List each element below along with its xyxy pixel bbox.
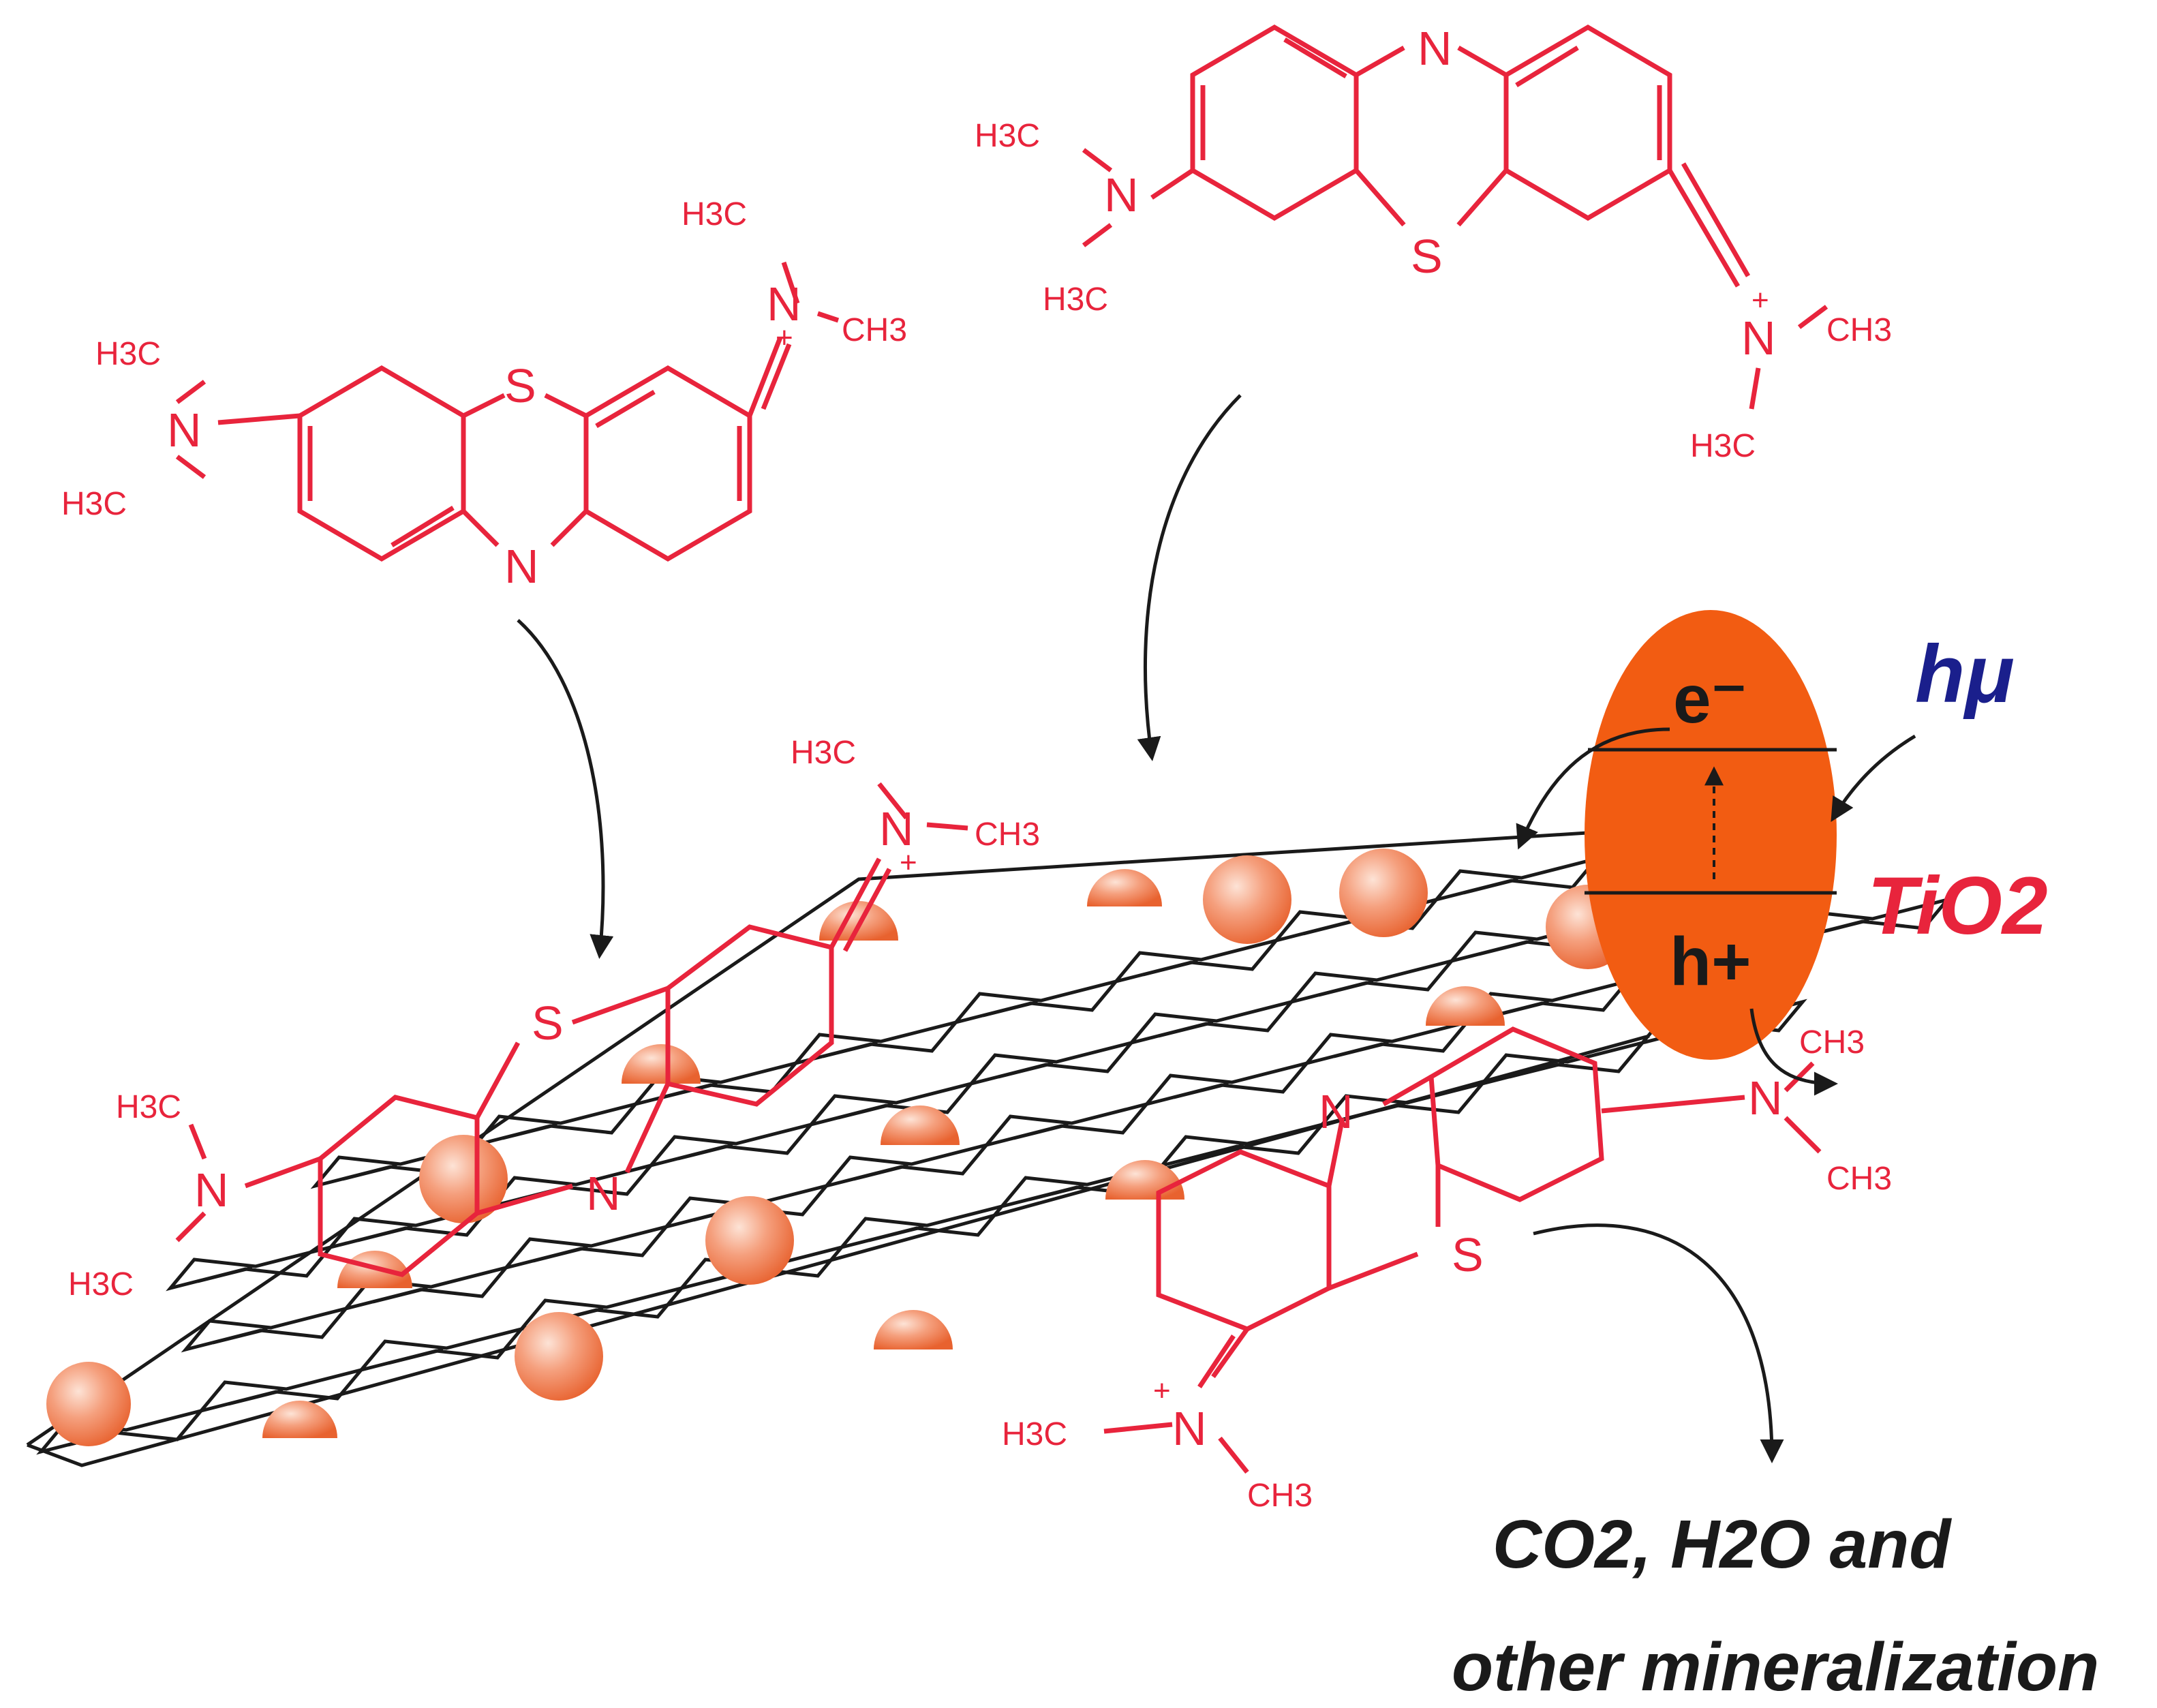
tio2-nanoparticle: [1203, 855, 1291, 944]
graphene-double-bond: [228, 1388, 284, 1406]
atom-n-amine-adsorbed-right: N: [1748, 1071, 1783, 1125]
graphene-double-bond: [1493, 1000, 1550, 1018]
charge-plus-top: +: [1751, 284, 1769, 317]
graphene-double-bond: [1478, 939, 1534, 956]
atom-n-plus-left: N: [767, 277, 801, 331]
graphene-double-bond: [868, 1225, 924, 1242]
methylene-blue-adsorbed-left: [175, 782, 968, 1277]
tio2-hemisphere: [1426, 986, 1505, 1026]
methylene-blue-top: [1082, 24, 1829, 410]
tio2-hemisphere: [262, 1401, 337, 1438]
charge-plus-left: +: [776, 321, 793, 354]
atom-n-ring-adsorbed-right: N: [1319, 1085, 1353, 1138]
graphene-double-bond: [822, 1041, 878, 1058]
methylene-blue-left: [175, 261, 840, 562]
group-h3c-top-a: H3C: [975, 118, 1040, 154]
tio2-nanoparticle: [515, 1312, 603, 1401]
graphene-double-bond: [1333, 1041, 1390, 1058]
graphene-double-bond: [1028, 1184, 1084, 1202]
graphene-double-bond: [998, 1061, 1054, 1079]
atom-s-left: S: [504, 359, 536, 412]
atom-s-top: S: [1411, 230, 1443, 283]
light-label: hμ: [1915, 628, 2015, 720]
atom-n-ring-adsorbed-left: N: [586, 1167, 621, 1220]
graphene-double-bond: [341, 1163, 398, 1181]
group-h3c-top-b: H3C: [1043, 281, 1108, 318]
electron-label: e⁻: [1673, 661, 1747, 737]
group-ch3-adsorbed-right-d: CH3: [1247, 1478, 1313, 1514]
group-h3c-top-d: H3C: [1690, 428, 1756, 464]
products-line2: other mineralization: [1452, 1629, 2099, 1705]
tio2-nanoparticle: [705, 1196, 794, 1285]
graphene-double-bond: [982, 1000, 1039, 1018]
atom-s-adsorbed-left: S: [532, 996, 564, 1050]
tio2-nanoparticle: [46, 1362, 131, 1446]
graphene-double-bond: [372, 1286, 429, 1304]
tio2-photocatalyst: e⁻ h+: [1585, 610, 1837, 1060]
graphene-double-bond: [212, 1327, 269, 1345]
group-ch3-top-c: CH3: [1826, 312, 1892, 348]
group-ch3-adsorbed-right-b: CH3: [1826, 1161, 1892, 1197]
graphene-double-bond: [1158, 1020, 1214, 1038]
tio2-nanoparticle: [419, 1135, 508, 1223]
graphene-double-bond: [1189, 1143, 1244, 1161]
graphene-double-bond: [357, 1225, 413, 1242]
graphene-double-bond: [853, 1163, 909, 1181]
graphene-edge: [26, 829, 1609, 1447]
group-ch3-adsorbed-left-b: CH3: [975, 817, 1040, 853]
graphene-double-bond: [1463, 877, 1519, 895]
graphene-double-bond: [197, 1266, 253, 1283]
atom-n-plus-adsorbed-left: N: [879, 802, 914, 855]
graphene-double-bond: [838, 1102, 893, 1120]
graphene-double-bond: [1142, 959, 1199, 977]
group-ch3-adsorbed-right-a: CH3: [1799, 1024, 1865, 1061]
group-h3c-adsorbed-left-d: H3C: [68, 1266, 134, 1302]
hole-label: h+: [1670, 924, 1751, 1000]
group-h3c-adsorbed-left-a: H3C: [791, 735, 856, 771]
atom-n-amine-adsorbed-left: N: [194, 1163, 229, 1217]
graphene-double-bond: [502, 1123, 558, 1140]
charge-plus-adsorbed-left: +: [900, 846, 917, 879]
tio2-nanoparticle: [1339, 849, 1428, 937]
group-ch3-left-d: CH3: [842, 312, 907, 348]
group-h3c-adsorbed-right-c: H3C: [1002, 1416, 1067, 1452]
tio2-hemisphere: [881, 1105, 960, 1145]
graphene-double-bond: [1509, 1061, 1565, 1079]
atom-n-ring-top: N: [1418, 22, 1452, 75]
charge-plus-adsorbed-right: +: [1153, 1374, 1171, 1407]
group-h3c-left-a: H3C: [95, 336, 161, 372]
tio2-label: TiO2: [1867, 860, 2048, 951]
atom-n-amine-left: N: [167, 403, 202, 457]
group-h3c-left-b: H3C: [61, 486, 127, 522]
methylene-blue-adsorbed-right: [1103, 1026, 1822, 1474]
atom-s-adsorbed-right: S: [1452, 1228, 1484, 1281]
tio2-hemisphere: [874, 1310, 953, 1349]
tio2-hemisphere: [622, 1044, 701, 1084]
graphene-double-bond: [677, 1143, 733, 1161]
atom-n-plus-top: N: [1741, 311, 1776, 365]
graphene-double-bond: [1013, 1123, 1069, 1140]
graphene-double-bond: [1302, 918, 1359, 936]
curved-arrow-icon: [517, 394, 1916, 1463]
group-h3c-adsorbed-left-c: H3C: [116, 1089, 181, 1125]
graphene-double-bond: [388, 1347, 444, 1365]
graphene-double-bond: [532, 1245, 589, 1263]
graphene-double-bond: [1173, 1082, 1229, 1099]
atom-n-plus-adsorbed-right: N: [1172, 1402, 1207, 1455]
atom-n-ring-left: N: [504, 540, 539, 593]
group-h3c-left-c: H3C: [682, 196, 747, 232]
tio2-hemisphere: [1087, 869, 1162, 906]
graphene-double-bond: [1318, 979, 1374, 997]
products-line1: CO2, H2O and: [1493, 1506, 1952, 1583]
atom-n-amine-top: N: [1104, 168, 1139, 222]
